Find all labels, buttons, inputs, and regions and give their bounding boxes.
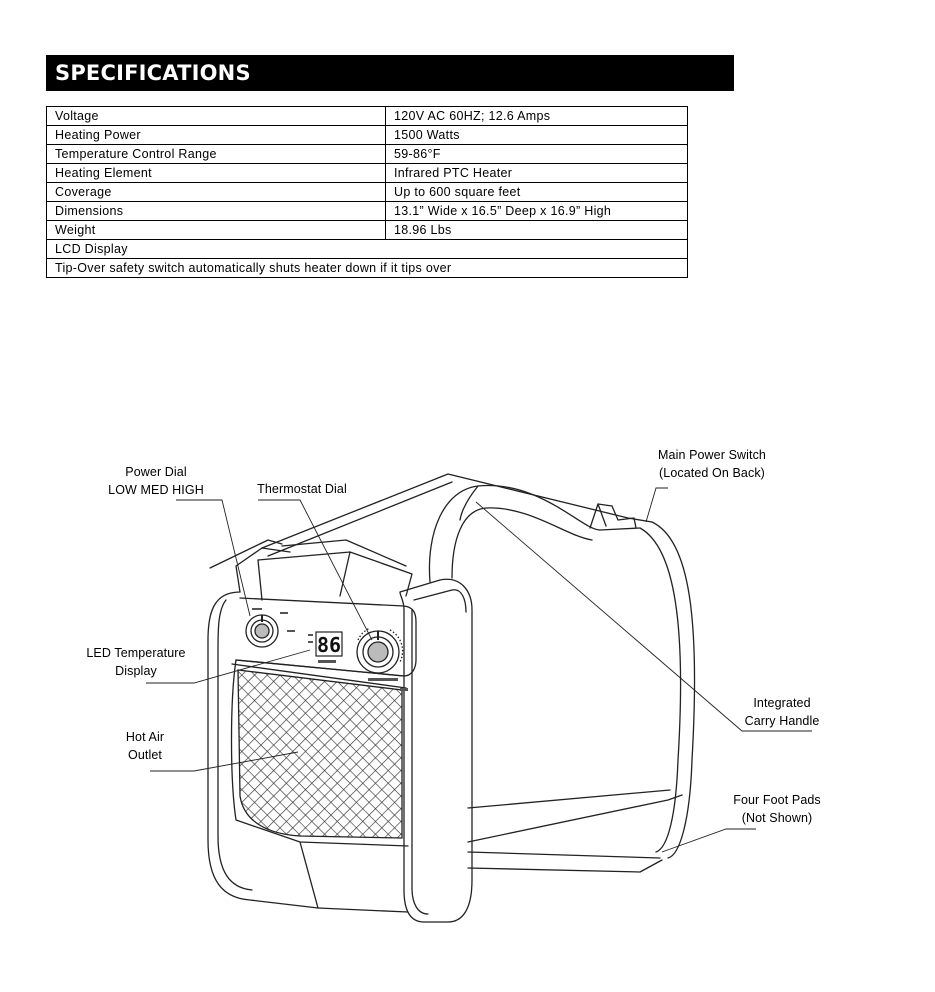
thermostat-scale-marking: [368, 678, 398, 681]
leader-main-power-switch: [645, 487, 668, 523]
leader-lines: [146, 487, 812, 853]
spec-value: 1500 Watts: [385, 125, 688, 145]
thermostat-dial: [356, 627, 404, 674]
leader-hot-air-outlet: [150, 751, 299, 772]
led-readout: 86: [317, 633, 341, 657]
table-row: Tip-Over safety switch automatically shu…: [46, 258, 688, 278]
callout-main-power-switch: Main Power Switch (Located On Back): [648, 446, 776, 482]
callout-carry-handle: Integrated Carry Handle: [736, 694, 828, 730]
callout-power-dial: Power Dial LOW MED HIGH: [104, 463, 208, 499]
callout-carry-handle-line2: Carry Handle: [744, 714, 820, 728]
specifications-heading: SPECIFICATIONS: [46, 55, 734, 91]
spec-label: Heating Element: [46, 163, 386, 183]
led-temperature-display: 86: [308, 631, 343, 663]
heater-front-pillar-right: [399, 578, 473, 923]
callout-foot-pads: Four Foot Pads (Not Shown): [724, 791, 830, 827]
leader-led-display: [146, 649, 311, 684]
leader-thermostat-dial: [258, 499, 373, 641]
leader-foot-pads: [661, 828, 756, 853]
callout-carry-handle-line1: Integrated: [753, 696, 811, 710]
callout-power-dial-modes: LOW MED HIGH: [108, 483, 204, 497]
callout-foot-pads-line1: Four Foot Pads: [733, 793, 821, 807]
callout-thermostat-dial: Thermostat Dial: [246, 480, 358, 498]
leader-carry-handle: [475, 501, 812, 732]
callout-led-display: LED Temperature Display: [78, 644, 194, 680]
carry-handle: [428, 484, 601, 583]
callout-power-dial-title: Power Dial: [125, 465, 187, 479]
callout-hot-air-outlet-line1: Hot Air: [125, 730, 165, 744]
hot-air-grille: [237, 669, 403, 839]
main-power-switch: [589, 503, 637, 529]
heater-body-right-side: [651, 521, 696, 859]
callout-thermostat-dial-title: Thermostat Dial: [257, 482, 347, 496]
thermostat-high-marking: [400, 688, 408, 691]
power-dial-markings: [252, 608, 295, 632]
spec-value: Up to 600 square feet: [385, 182, 688, 202]
heater-front-frame-left: [207, 591, 319, 909]
callout-foot-pads-line2: (Not Shown): [741, 811, 813, 825]
power-dial: [245, 614, 279, 648]
callout-main-power-switch-note: (Located On Back): [659, 466, 765, 480]
control-panel: [235, 597, 417, 677]
callout-hot-air-outlet: Hot Air Outlet: [115, 728, 175, 764]
heater-body-rear: [261, 473, 653, 549]
callout-led-display-line2: Display: [115, 664, 157, 678]
callout-main-power-switch-title: Main Power Switch: [658, 448, 766, 462]
callout-led-display-line1: LED Temperature: [86, 646, 186, 660]
spec-feature: Tip-Over safety switch automatically shu…: [46, 258, 688, 278]
callout-hot-air-outlet-line2: Outlet: [128, 748, 162, 762]
leader-power-dial: [176, 499, 251, 617]
